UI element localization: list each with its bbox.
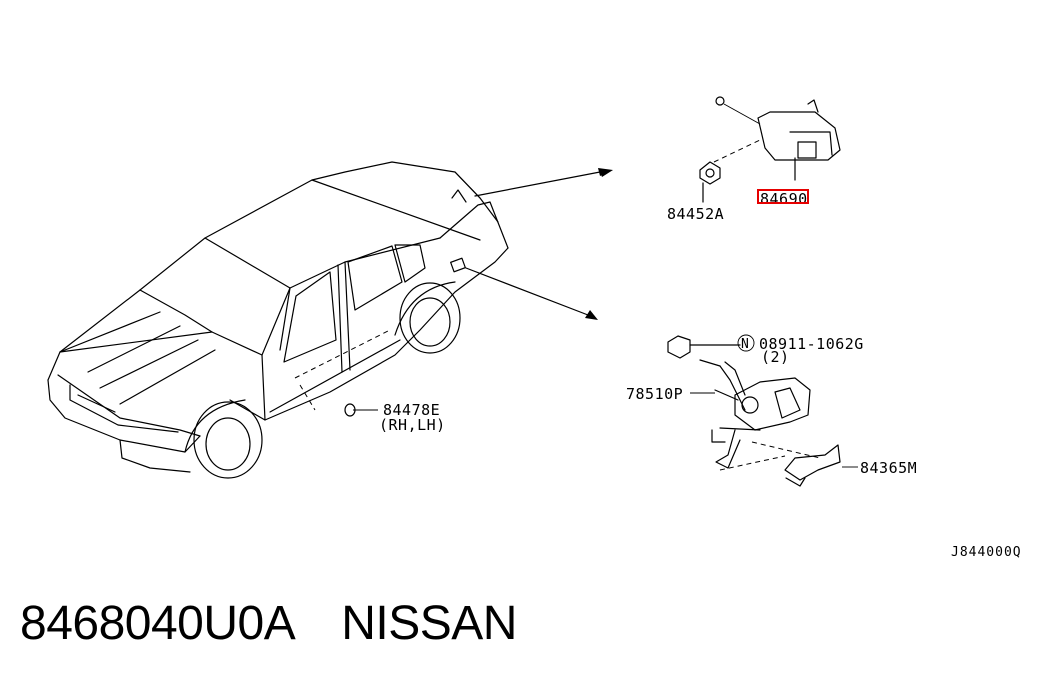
figure-code: J844000Q — [951, 545, 1022, 560]
car-illustration — [47, 161, 613, 479]
caption: 8468040U0A NISSAN — [20, 596, 563, 651]
label-nut-qty: (2) — [761, 348, 790, 366]
label-84452a: 84452A — [667, 205, 724, 223]
lock-assembly — [667, 335, 841, 487]
label-08911-1062g: 08911-1062G — [759, 335, 864, 353]
label-84478e: 84478E — [383, 401, 440, 419]
label-84690[interactable]: 84690 — [760, 190, 808, 208]
leader-lines — [344, 334, 858, 468]
highlight-box — [757, 189, 809, 204]
actuator-assembly — [699, 96, 841, 203]
caption-brand: NISSAN — [341, 597, 517, 650]
caption-part-number: 8468040U0A — [20, 597, 296, 650]
label-78510p: 78510P — [626, 385, 683, 403]
label-84365m: 84365M — [860, 459, 917, 477]
label-nut-symbol: N — [741, 337, 750, 352]
label-rh-lh: (RH,LH) — [379, 416, 446, 434]
